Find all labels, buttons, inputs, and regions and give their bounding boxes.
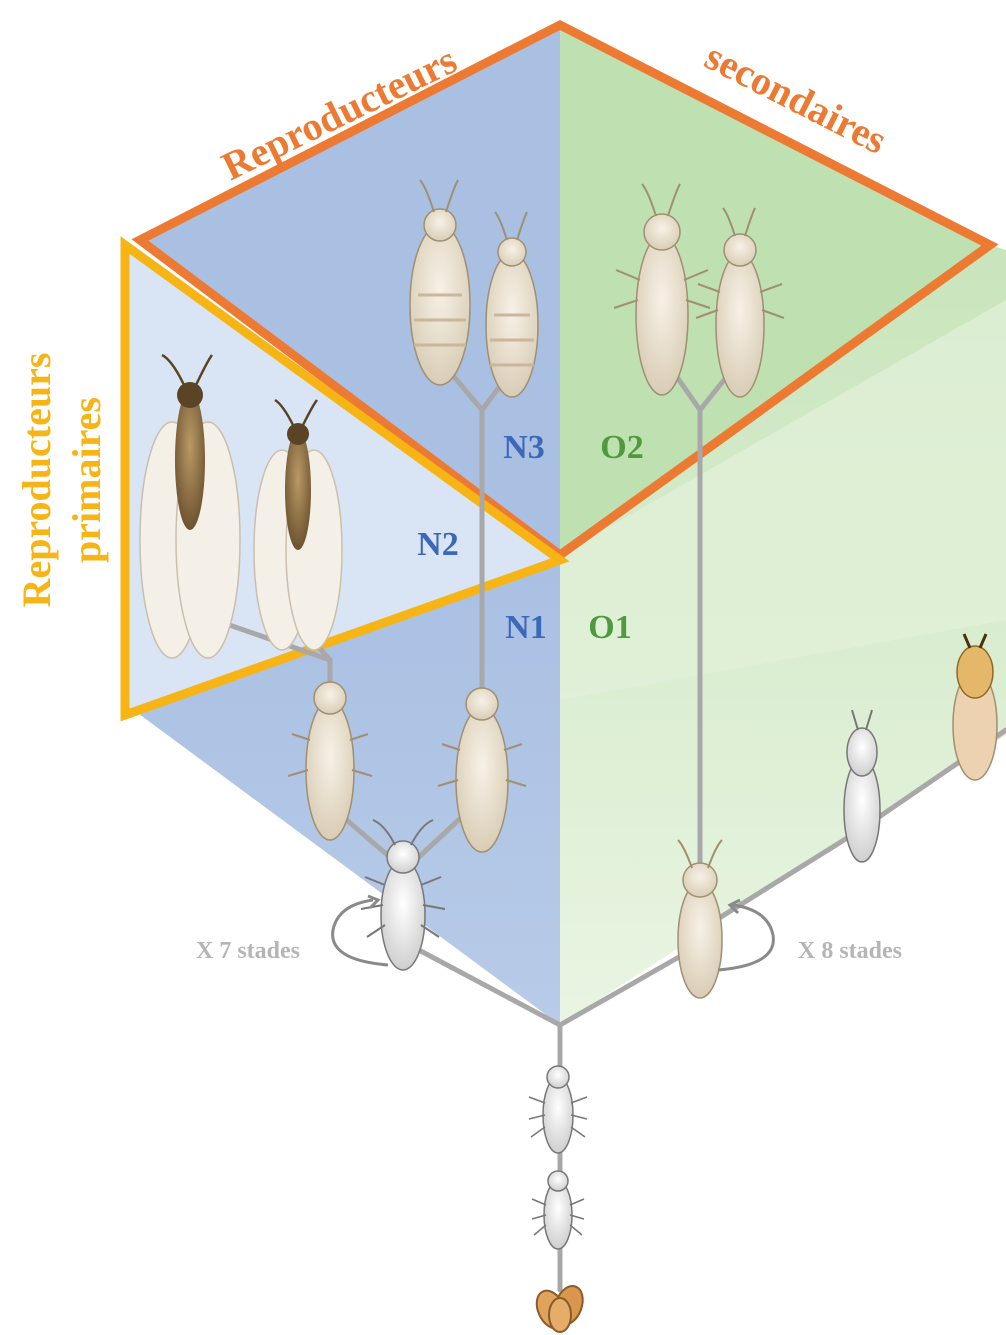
- molt-label-left: X 7 stades: [196, 938, 300, 964]
- title-primary-line2: primaires: [64, 397, 109, 563]
- label-n1: N1: [505, 609, 547, 646]
- label-n3: N3: [503, 429, 545, 466]
- molt-label-right: X 8 stades: [798, 938, 902, 964]
- title-primary-line1: Reproducteurs: [14, 353, 59, 608]
- larva-small-icon: [532, 1171, 584, 1249]
- label-o1: O1: [588, 609, 631, 646]
- larva-icon: [529, 1066, 587, 1153]
- label-o2: O2: [600, 429, 643, 466]
- curved-arrow-icon: [333, 900, 388, 965]
- label-n2: N2: [417, 526, 459, 563]
